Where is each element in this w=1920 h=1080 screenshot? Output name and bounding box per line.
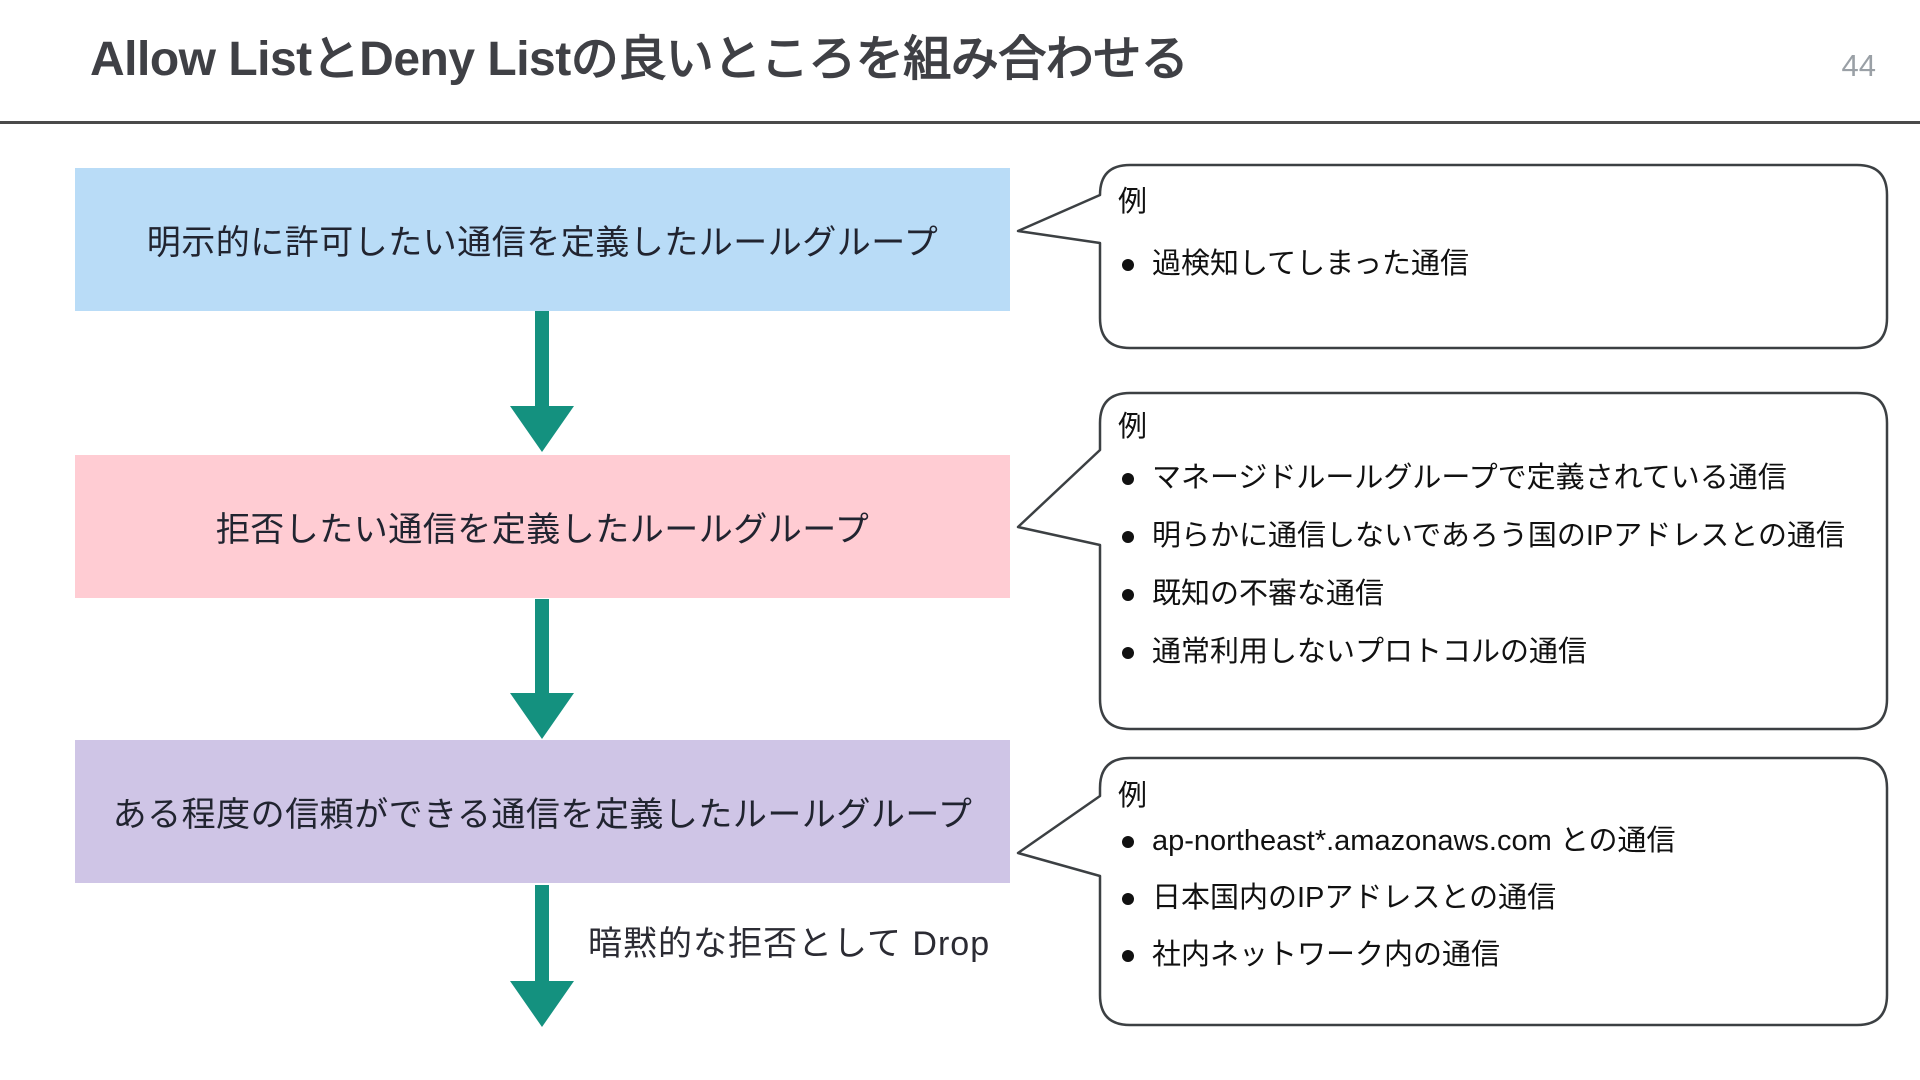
flow-box-allow-label: 明示的に許可したい通信を定義したルールグループ (146, 224, 939, 262)
flow-box-deny-label: 拒否したい通信を定義したルールグループ (215, 511, 870, 549)
flow-arrow-down-icon (508, 311, 576, 452)
flow-arrow-down-icon (508, 599, 576, 739)
flow-box-deny-rule-group: 拒否したい通信を定義したルールグループ (75, 455, 1010, 598)
callout-item: マネージドルールグループで定義されている通信 (1118, 460, 1860, 497)
implicit-drop-label: 暗黙的な拒否として Drop (588, 925, 991, 963)
speech-bubble-outline (1016, 756, 1890, 1029)
callout-item: 過検知してしまった通信 (1118, 246, 1860, 283)
title-divider (0, 121, 1920, 124)
callout-trusted-examples: 例 ap-northeast*.amazonaws.com との通信 日本国内の… (1016, 756, 1890, 1029)
callout-heading: 例 (1118, 186, 1148, 218)
callout-deny-examples: 例 マネージドルールグループで定義されている通信 明らかに通信しないであろう国の… (1016, 391, 1890, 733)
callout-item: 社内ネットワーク内の通信 (1118, 937, 1860, 974)
callout-item-list: 過検知してしまった通信 (1118, 246, 1860, 283)
callout-item: ap-northeast*.amazonaws.com との通信 (1118, 823, 1860, 860)
page-number: 44 (1841, 48, 1876, 83)
callout-item: 明らかに通信しないであろう国のIPアドレスとの通信 (1118, 518, 1860, 555)
flow-box-allow-rule-group: 明示的に許可したい通信を定義したルールグループ (75, 168, 1010, 311)
flow-box-trusted-label: ある程度の信頼ができる通信を定義したルールグループ (112, 796, 973, 834)
callout-item-list: マネージドルールグループで定義されている通信 明らかに通信しないであろう国のIP… (1118, 460, 1860, 671)
callout-allow-examples: 例 過検知してしまった通信 (1016, 163, 1890, 352)
callout-item: 既知の不審な通信 (1118, 576, 1860, 613)
flow-arrow-down-icon (508, 885, 576, 1027)
callout-item: 通常利用しないプロトコルの通信 (1118, 634, 1860, 671)
slide-title: Allow ListとDeny Listの良いところを組み合わせる (90, 33, 1189, 86)
callout-heading: 例 (1118, 780, 1148, 812)
callout-heading: 例 (1118, 411, 1148, 443)
callout-item: 日本国内のIPアドレスとの通信 (1118, 880, 1860, 917)
flow-box-trusted-rule-group: ある程度の信頼ができる通信を定義したルールグループ (75, 740, 1010, 883)
speech-bubble-outline (1016, 163, 1890, 352)
callout-item-list: ap-northeast*.amazonaws.com との通信 日本国内のIP… (1118, 823, 1860, 974)
speech-bubble-outline (1016, 391, 1890, 733)
